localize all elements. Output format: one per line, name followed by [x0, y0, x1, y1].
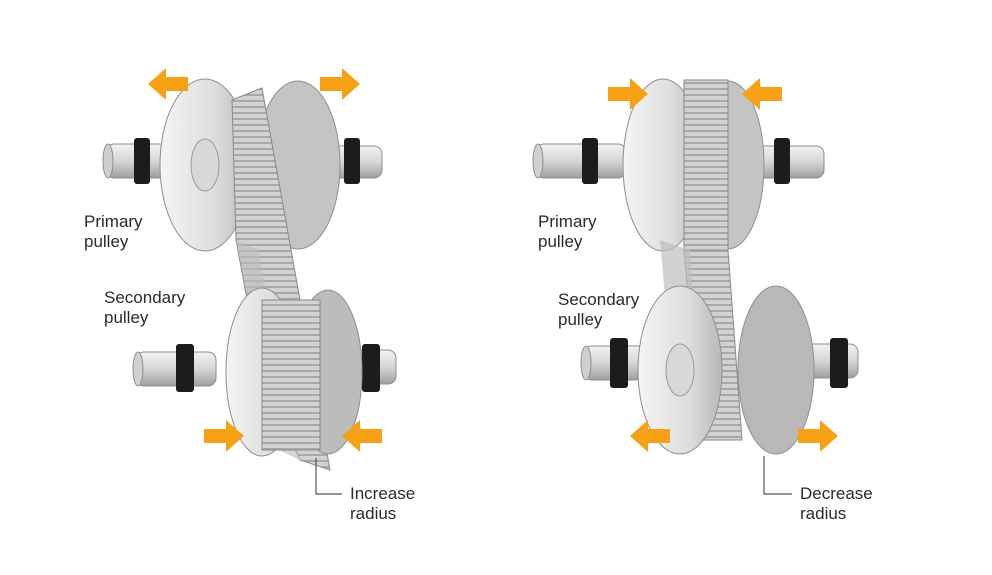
label-line: Decrease	[800, 484, 873, 503]
right-primary-pulley	[622, 78, 765, 252]
right-callout-line	[763, 456, 792, 495]
label-line: Increase	[350, 484, 416, 503]
right-secondary-pulley-label: Secondary pulley	[558, 290, 639, 330]
left-secondary-pulley	[225, 287, 363, 457]
label-line: Secondary	[558, 290, 640, 309]
right-callout-label: Decrease radius	[800, 484, 873, 524]
left-assembly	[102, 68, 397, 495]
label-line: Primary	[538, 212, 597, 231]
right-assembly	[532, 78, 859, 495]
label-line: Secondary	[104, 288, 186, 307]
left-callout-line	[315, 458, 342, 495]
right-secondary-shaft	[580, 338, 859, 388]
left-secondary-pulley-label: Secondary pulley	[104, 288, 185, 328]
label-line: pulley	[538, 232, 583, 251]
right-primary-pulley-label: Primary pulley	[538, 212, 597, 252]
label-line: Primary	[84, 212, 143, 231]
right-primary-shaft	[532, 138, 825, 184]
right-secondary-pulley	[637, 285, 815, 455]
left-callout-label: Increase radius	[350, 484, 415, 524]
label-line: radius	[800, 504, 847, 523]
label-line: pulley	[558, 310, 603, 329]
label-line: pulley	[84, 232, 129, 251]
left-primary-pulley-label: Primary pulley	[84, 212, 143, 252]
arrow-right-icon	[320, 68, 360, 100]
label-line: radius	[350, 504, 397, 523]
label-line: pulley	[104, 308, 149, 327]
